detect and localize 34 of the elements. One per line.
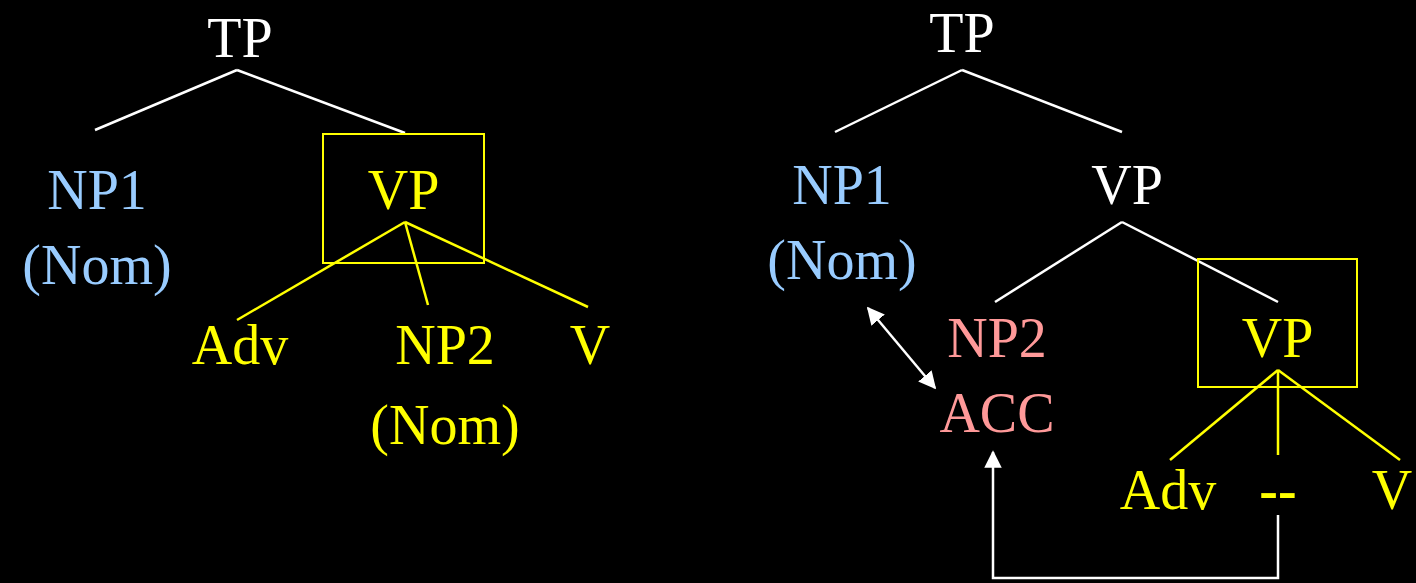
tree-branch bbox=[236, 220, 406, 322]
node-label: VP bbox=[366, 159, 441, 221]
tree-branch bbox=[403, 221, 430, 306]
node-label: TP bbox=[195, 7, 285, 69]
highlight-box bbox=[322, 133, 485, 264]
node-label: Adv bbox=[180, 314, 300, 376]
tree-branch bbox=[94, 68, 238, 132]
node-label: NP2 bbox=[394, 314, 496, 376]
tree-branch bbox=[1276, 370, 1280, 455]
node-label: V bbox=[1370, 459, 1414, 521]
node-label: (Nom) bbox=[369, 394, 521, 456]
node-label: V bbox=[565, 314, 615, 376]
tree-branch bbox=[1169, 369, 1279, 461]
tree-branch bbox=[404, 220, 589, 309]
node-label: VP bbox=[1240, 307, 1315, 369]
node-label: TP bbox=[917, 2, 1007, 64]
node-label: NP1 bbox=[46, 159, 148, 221]
node-label: NP2 bbox=[946, 307, 1048, 369]
highlight-box bbox=[1197, 258, 1358, 388]
node-label: (Nom) bbox=[766, 229, 918, 291]
tree-branch bbox=[834, 68, 963, 134]
node-label: -- bbox=[1253, 459, 1303, 521]
node-label: NP1 bbox=[791, 154, 893, 216]
tree-branch bbox=[236, 68, 406, 135]
tree-branch bbox=[961, 68, 1123, 134]
arrow bbox=[984, 450, 1280, 580]
tree-branch bbox=[1121, 220, 1279, 304]
double-headed-arrow bbox=[866, 306, 937, 390]
node-label: (Nom) bbox=[21, 234, 173, 296]
node-label: VP bbox=[1077, 154, 1177, 216]
tree-branch bbox=[1277, 369, 1401, 461]
tree-branch bbox=[994, 220, 1123, 304]
node-label: ACC bbox=[938, 382, 1056, 444]
node-label: Adv bbox=[1108, 459, 1228, 521]
